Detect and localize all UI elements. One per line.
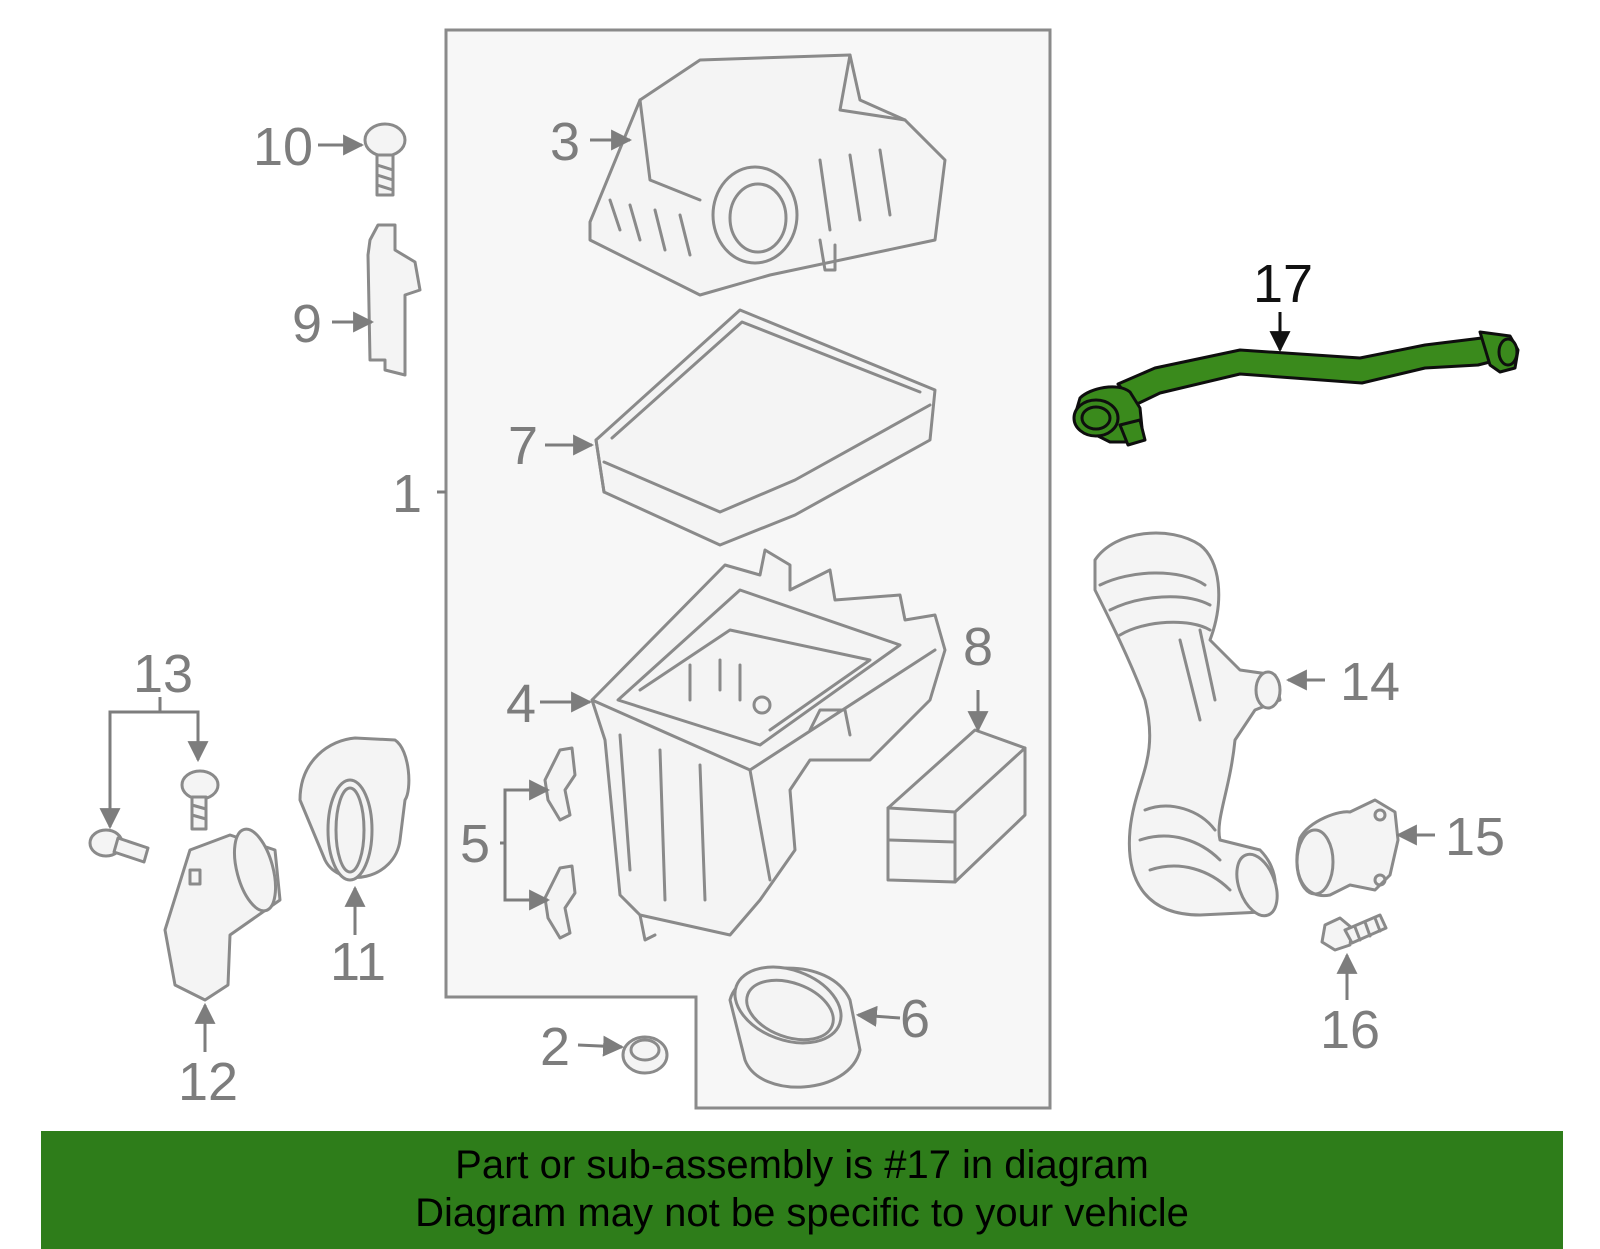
callout-7[interactable]: 7 (508, 416, 538, 476)
part-7-filter[interactable] (594, 308, 937, 547)
callout-13[interactable]: 13 (133, 644, 193, 704)
part-12-duct[interactable] (163, 825, 283, 1002)
leader-13 (108, 710, 200, 825)
callout-11[interactable]: 11 (330, 932, 386, 992)
callout-16[interactable]: 16 (1320, 1000, 1380, 1060)
part-13-screws[interactable] (88, 769, 220, 864)
leader-2 (577, 1035, 625, 1057)
callout-8[interactable]: 8 (963, 617, 993, 677)
callout-10[interactable]: 10 (253, 117, 313, 177)
callout-6[interactable]: 6 (900, 989, 930, 1049)
part-9-bracket[interactable] (366, 223, 422, 377)
part-10-screw[interactable] (363, 122, 407, 197)
callout-9[interactable]: 9 (292, 294, 322, 354)
callout-15[interactable]: 15 (1445, 807, 1505, 867)
callout-2[interactable]: 2 (540, 1017, 570, 1077)
leader-6 (855, 1005, 901, 1027)
callout-4[interactable]: 4 (506, 674, 536, 734)
banner-line-2: Diagram may not be specific to your vehi… (415, 1191, 1189, 1235)
part-11-duct[interactable] (298, 736, 411, 882)
callout-5[interactable]: 5 (460, 814, 490, 874)
part-4-housing[interactable] (590, 548, 947, 942)
part-14-hose[interactable] (1093, 531, 1285, 921)
callout-12[interactable]: 12 (178, 1052, 238, 1112)
part-3-cover[interactable] (588, 53, 947, 297)
part-16-bolt[interactable] (1320, 913, 1388, 952)
callout-3[interactable]: 3 (550, 112, 580, 172)
part-5-clips[interactable] (543, 746, 577, 940)
info-banner: Part or sub-assembly is #17 in diagram D… (41, 1131, 1563, 1249)
banner-line-1: Part or sub-assembly is #17 in diagram (455, 1143, 1149, 1187)
callout-1[interactable]: 1 (392, 464, 422, 524)
callout-17[interactable]: 17 (1253, 254, 1313, 314)
callout-14[interactable]: 14 (1340, 652, 1400, 712)
part-2-grommet[interactable] (621, 1035, 669, 1075)
part-17-vent-hose[interactable] (1072, 330, 1520, 447)
part-6-sleeve[interactable] (724, 953, 862, 1089)
part-15-adapter[interactable] (1295, 798, 1400, 898)
